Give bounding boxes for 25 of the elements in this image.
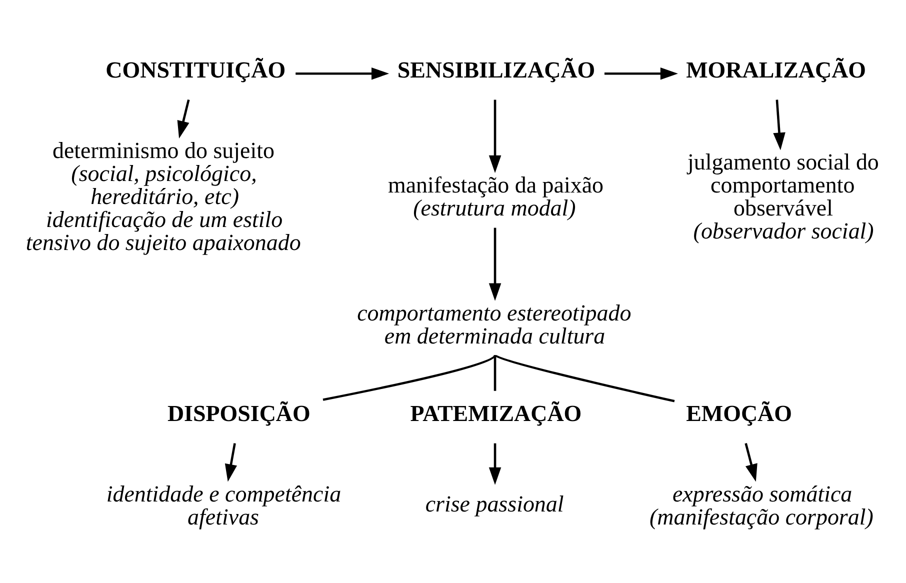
arrow <box>773 99 786 150</box>
node-text: manifestação da paixão (estrutura modal) <box>388 172 604 220</box>
node-text: crise passional <box>425 491 564 516</box>
node-text: SENSIBILIZAÇÃO <box>397 57 596 82</box>
node-text: CONSTITUIÇÃO <box>106 57 286 82</box>
arrow <box>604 66 678 80</box>
arrow <box>488 99 502 172</box>
node-text: DISPOSIÇÃO <box>167 400 310 426</box>
node-text: PATEMIZAÇÃO <box>410 400 582 426</box>
node-text: comportamento estereotipado em determinada cultura <box>357 300 632 348</box>
arrow <box>488 227 502 300</box>
node-text: expressão somática (manifestação corporal) <box>649 480 874 529</box>
connector <box>494 354 496 390</box>
node-text: MORALIZAÇÃO <box>686 57 866 82</box>
arrow <box>744 442 758 482</box>
arrow <box>224 442 238 482</box>
node-text: identidade e competência afetivas <box>106 480 342 529</box>
arrow <box>177 98 190 138</box>
node-text: EMOÇÃO <box>686 400 792 426</box>
arrow <box>296 66 390 80</box>
arrow <box>488 442 502 484</box>
connector <box>494 354 675 402</box>
node-text: determinismo do sujeito (social, psicológico, hereditário, etc) identificação de um estilo tensivo do sujeito apaixonado <box>26 138 301 255</box>
connector <box>322 354 496 400</box>
node-text: julgamento social do comportamento observável (observador social) <box>688 149 879 244</box>
